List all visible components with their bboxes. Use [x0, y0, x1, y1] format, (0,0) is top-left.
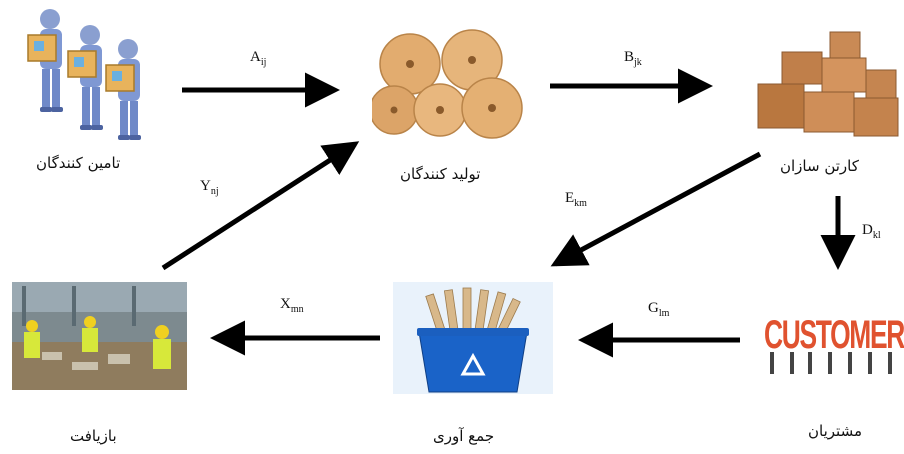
worker-figure: [27, 9, 63, 112]
worker-figure: [67, 25, 103, 130]
worker-figure: [82, 316, 98, 352]
worker-figure: [24, 320, 40, 358]
paper-roll: [461, 77, 523, 139]
paper-roll: [413, 83, 467, 137]
carton-box: [821, 57, 867, 93]
worker-figure: [153, 325, 171, 369]
carton-box: [781, 51, 823, 85]
edge-label-g: Glm: [648, 300, 670, 319]
carton-box: [865, 69, 897, 99]
node-label-producers: تولید کنندگان: [400, 165, 481, 183]
recycling-bin-image: [393, 282, 553, 394]
customers-image: CUSTOMER: [764, 313, 904, 374]
edge-label-a: Aij: [250, 49, 267, 68]
recycling-workers-image: [12, 282, 187, 390]
arrow-y: [161, 141, 360, 271]
customers-word: CUSTOMER: [764, 313, 904, 357]
worker-figure: [105, 39, 141, 140]
edge-label-y: Ynj: [200, 178, 219, 197]
edge-label-e: Ekm: [565, 190, 587, 209]
node-label-suppliers: تامین کنندگان: [36, 154, 121, 172]
paper-roll: [379, 33, 441, 95]
paper-roll: [372, 85, 419, 135]
recycle-icon: [460, 352, 486, 376]
carton-box: [757, 83, 805, 129]
producers-image: [372, 29, 523, 139]
edge-label-x: Xmn: [280, 296, 304, 315]
node-label-carton-makers: کارتن سازان: [780, 157, 859, 175]
carton-box: [853, 97, 899, 137]
suppliers-image: [27, 9, 141, 140]
edge-label-b: Bjk: [624, 49, 642, 68]
node-label-recycling: بازیافت: [70, 427, 117, 445]
carton-box: [803, 91, 855, 133]
node-label-collection: جمع آوری: [433, 427, 495, 445]
carton-boxes-image: [757, 31, 899, 137]
node-label-customers: مشتریان: [808, 422, 862, 440]
carton-box: [829, 31, 861, 59]
edge-label-d: Dkl: [862, 222, 881, 241]
arrow-e: [550, 151, 762, 267]
